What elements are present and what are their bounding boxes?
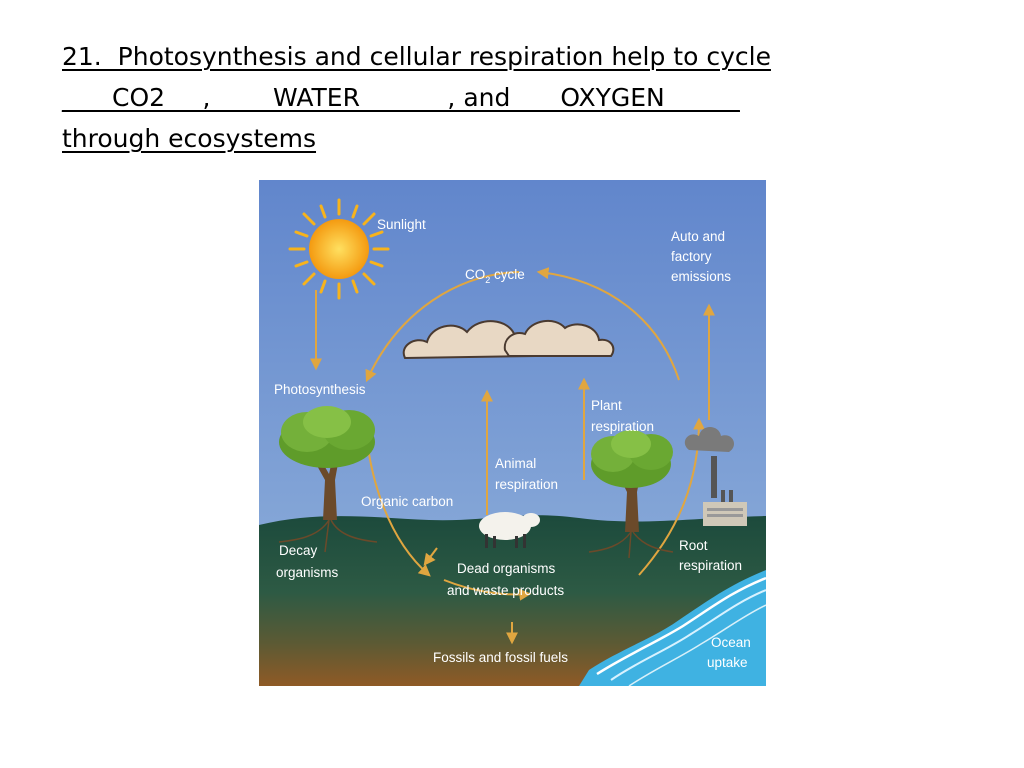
label-root-respiration-line1: Root: [679, 538, 708, 553]
question-text: 21. Photosynthesis and cellular respirat…: [62, 36, 962, 159]
sun-icon: [288, 198, 390, 300]
label-auto-factory-line3: emissions: [671, 269, 731, 284]
question-line-3: through ecosystems: [62, 124, 317, 153]
label-fossils: Fossils and fossil fuels: [433, 650, 568, 665]
question-line-1: 21. Photosynthesis and cellular respirat…: [62, 42, 771, 71]
cycle-arrow-bottom: [443, 579, 532, 601]
label-animal-respiration-line2: respiration: [495, 477, 558, 492]
label-sunlight: Sunlight: [377, 217, 426, 232]
carbon-cycle-diagram: Sunlight CO2 cycle Auto and factory emis…: [259, 180, 766, 686]
label-photosynthesis: Photosynthesis: [274, 382, 366, 397]
label-auto-factory-line1: Auto and: [671, 229, 725, 244]
label-plant-respiration-line1: Plant: [591, 398, 622, 413]
tree-right-icon: [588, 430, 674, 559]
label-animal-respiration-line1: Animal: [495, 456, 536, 471]
label-plant-respiration-line2: respiration: [591, 419, 654, 434]
cycle-arrow-top-left: [365, 271, 520, 383]
label-auto-factory-line2: factory: [671, 249, 712, 264]
label-dead-organisms-line2: and waste products: [447, 583, 564, 598]
label-dead-organisms-line1: Dead organisms: [457, 561, 556, 576]
label-decay-line1: Decay: [279, 543, 318, 558]
label-ocean-uptake-line1: Ocean: [711, 635, 751, 650]
label-organic-carbon: Organic carbon: [361, 494, 453, 509]
cloud-icon: [402, 319, 615, 360]
decay-arrow: [423, 547, 438, 566]
cycle-arrow-top-right: [536, 267, 680, 381]
label-root-respiration-line2: respiration: [679, 558, 742, 573]
factory-icon: [684, 427, 747, 526]
sheep-icon: [479, 512, 540, 548]
label-decay-line2: organisms: [276, 565, 339, 580]
tree-left-icon: [278, 406, 378, 553]
carbon-cycle-svg: Sunlight CO2 cycle Auto and factory emis…: [259, 180, 766, 686]
question-line-2: ____CO2___,_____WATER_______, and____OXY…: [62, 83, 740, 112]
ocean: [579, 570, 766, 686]
flow-arrows: [310, 290, 715, 645]
label-ocean-uptake-line2: uptake: [707, 655, 748, 670]
label-co2-cycle: CO2 cycle: [465, 267, 525, 285]
